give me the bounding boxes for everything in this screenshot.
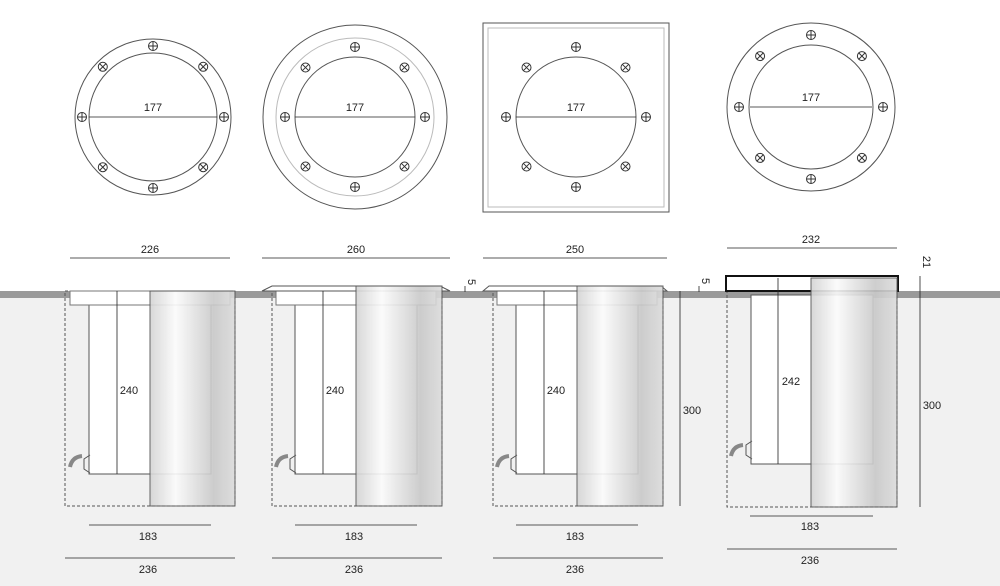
screw-icon bbox=[521, 62, 532, 73]
hole-diameter-label: 236 bbox=[139, 564, 157, 576]
height-label: 240 bbox=[120, 385, 138, 397]
diameter-label: 177 bbox=[346, 102, 364, 114]
cable bbox=[729, 443, 744, 457]
depth-label: 300 bbox=[683, 405, 701, 417]
screw-icon bbox=[97, 61, 108, 72]
screw-icon bbox=[641, 112, 651, 122]
screw-icon bbox=[399, 161, 410, 172]
screw-icon bbox=[350, 182, 360, 192]
height-label: 240 bbox=[326, 385, 344, 397]
screw-icon bbox=[198, 61, 209, 72]
outer-ring bbox=[74, 38, 232, 196]
height-label: 242 bbox=[782, 376, 800, 388]
square-frame bbox=[482, 22, 670, 213]
height-label: 240 bbox=[547, 385, 565, 397]
screw-group bbox=[280, 42, 430, 192]
screw-icon bbox=[300, 161, 311, 172]
diameter-label: 177 bbox=[567, 102, 585, 114]
diameter-label: 177 bbox=[802, 92, 820, 104]
outer-ring bbox=[262, 24, 448, 210]
side-view-4: 232 242 300 21 183 236 bbox=[725, 234, 941, 567]
cable bbox=[68, 454, 83, 468]
body-diameter-label: 183 bbox=[345, 531, 363, 543]
protrusion-label: 5 bbox=[465, 279, 477, 285]
inner-lens bbox=[748, 44, 874, 170]
screw-icon bbox=[755, 152, 766, 163]
screw-icon bbox=[219, 112, 229, 122]
screw-icon bbox=[620, 62, 631, 73]
screw-icon bbox=[501, 112, 511, 122]
body-diameter-label: 183 bbox=[566, 531, 584, 543]
screw-icon bbox=[420, 112, 430, 122]
screw-icon bbox=[148, 41, 158, 51]
flange-width-label: 232 bbox=[802, 234, 820, 246]
side-view-1: 226 240 183 236 bbox=[64, 244, 236, 576]
screw-icon bbox=[97, 162, 108, 173]
screw-group bbox=[501, 42, 651, 192]
middle-ring bbox=[275, 37, 435, 197]
body-diameter-label: 183 bbox=[801, 521, 819, 533]
hole-diameter-label: 236 bbox=[345, 564, 363, 576]
screw-icon bbox=[521, 161, 532, 172]
flange-width-label: 250 bbox=[566, 244, 584, 256]
side-view-3: 250 240 300 5 183 236 bbox=[481, 244, 711, 576]
screw-icon bbox=[856, 51, 867, 62]
cable-gland bbox=[745, 440, 753, 460]
screw-icon bbox=[620, 161, 631, 172]
screw-icon bbox=[77, 112, 87, 122]
screw-icon bbox=[878, 102, 888, 112]
square-inner-frame bbox=[487, 27, 665, 208]
protrusion-label: 5 bbox=[699, 278, 711, 284]
flange-width-label: 226 bbox=[141, 244, 159, 256]
installation-sleeve bbox=[355, 285, 443, 507]
screw-group bbox=[77, 41, 229, 193]
screw-icon bbox=[755, 51, 766, 62]
cable bbox=[495, 454, 510, 468]
screw-icon bbox=[571, 42, 581, 52]
flange-width-label: 260 bbox=[347, 244, 365, 256]
screw-icon bbox=[399, 62, 410, 73]
body-diameter-label: 183 bbox=[139, 531, 157, 543]
screw-icon bbox=[280, 112, 290, 122]
depth-label: 300 bbox=[923, 400, 941, 412]
protrusion-label: 21 bbox=[920, 256, 932, 268]
hole-diameter-label: 236 bbox=[801, 555, 819, 567]
top-view-4: 177 bbox=[726, 22, 896, 192]
hole-diameter-label: 236 bbox=[566, 564, 584, 576]
top-view-1: 177 bbox=[74, 38, 232, 196]
top-view-2: 177 bbox=[262, 24, 448, 210]
screw-group bbox=[734, 30, 888, 184]
screw-icon bbox=[856, 152, 867, 163]
top-view-3: 177 bbox=[482, 22, 670, 213]
screw-icon bbox=[198, 162, 209, 173]
screw-icon bbox=[734, 102, 744, 112]
installation-sleeve bbox=[576, 285, 664, 507]
side-view-2: 260 240 5 183 236 bbox=[261, 244, 477, 576]
diameter-label: 177 bbox=[144, 102, 162, 114]
cable bbox=[274, 454, 289, 468]
cable-gland bbox=[83, 454, 91, 474]
screw-icon bbox=[300, 62, 311, 73]
cable-gland bbox=[289, 454, 297, 474]
screw-icon bbox=[806, 30, 816, 40]
installation-sleeve bbox=[149, 290, 236, 507]
screw-icon bbox=[806, 174, 816, 184]
outer-ring bbox=[726, 22, 896, 192]
installation-sleeve bbox=[810, 277, 898, 508]
screw-icon bbox=[148, 183, 158, 193]
screw-icon bbox=[350, 42, 360, 52]
screw-icon bbox=[571, 182, 581, 192]
cable-gland bbox=[510, 454, 518, 474]
